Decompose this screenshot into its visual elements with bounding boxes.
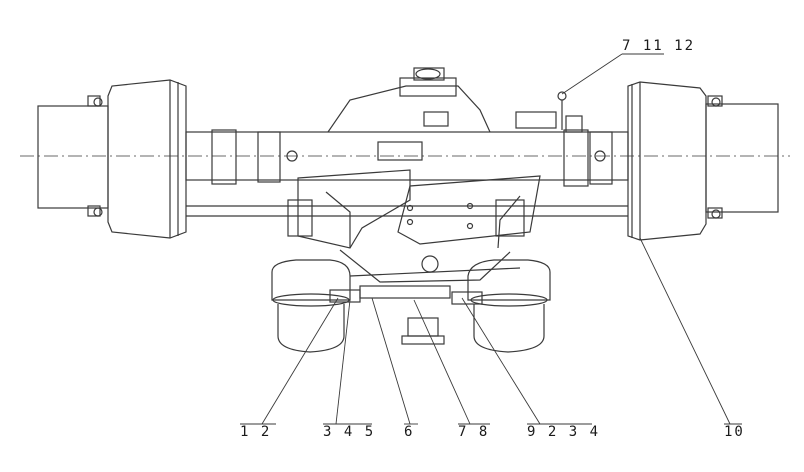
differential-carrier [327,67,491,161]
right-air-spring [451,259,551,353]
callout-label: 9 2 3 4 [527,424,601,440]
axle-housing [185,129,629,217]
left-wheel-hub [37,79,187,239]
callout-label: 1 2 [240,424,272,440]
upper-shock [515,91,583,133]
suspension-brackets [287,169,541,299]
callout-label: 10 [724,424,745,440]
lower-mount [401,317,445,345]
callout-label: 6 [404,424,415,440]
left-air-spring [271,259,361,353]
leader-lines [240,53,742,425]
right-wheel-hub [627,81,779,241]
callout-label: 7 8 [458,424,490,440]
callout-label: 3 4 5 [323,424,376,440]
callout-label: 7 11 12 [622,38,696,54]
